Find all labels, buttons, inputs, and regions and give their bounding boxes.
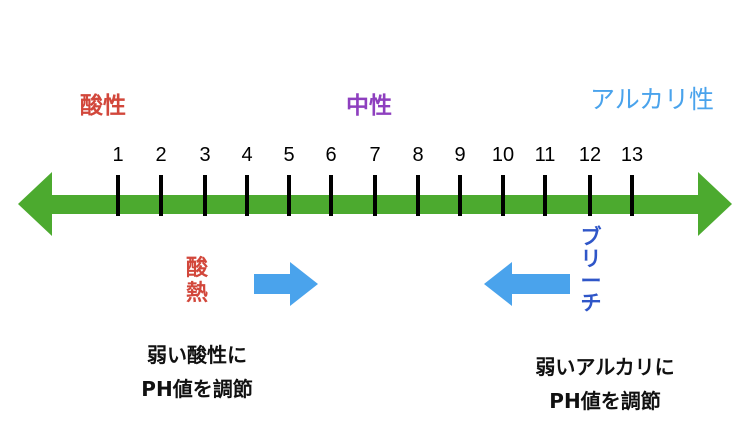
acid-heat-char: 酸 — [185, 256, 208, 281]
scale-left-arrowhead — [18, 172, 52, 236]
scale-tick-label: 11 — [535, 144, 556, 166]
bleach-char: ブ — [580, 225, 602, 249]
scale-tick-label: 8 — [412, 144, 423, 166]
right-note: 弱いアルカリに PH値を調節 — [510, 350, 700, 418]
scale-tick-label: 6 — [325, 144, 336, 166]
bleach-label: ブ リ ー チ — [578, 226, 604, 314]
scale-tick-label: 12 — [579, 144, 601, 166]
scale-right-arrowhead — [698, 172, 732, 236]
scale-ticks — [116, 175, 634, 216]
scale-tick-label: 4 — [241, 144, 252, 166]
left-note: 弱い酸性に PH値を調節 — [112, 338, 282, 406]
left-note-line2: PH値を調節 — [141, 377, 253, 401]
bleach-char: リ — [580, 247, 602, 272]
right-note-line2: PH値を調節 — [549, 389, 661, 413]
neutral-label: 中性 — [346, 93, 392, 119]
acid-label: 酸性 — [80, 93, 126, 119]
alkaline-label: アルカリ性 — [590, 85, 715, 114]
right-note-line1: 弱いアルカリに — [535, 355, 675, 379]
scale-tick-label: 9 — [454, 144, 465, 166]
scale-tick-label: 3 — [199, 144, 210, 166]
scale-tick-label: 1 — [112, 144, 123, 166]
bleach-char: ー — [580, 269, 602, 294]
right-pointing-arrow — [254, 262, 318, 306]
scale-tick-label: 5 — [283, 144, 294, 166]
acid-heat-label: 酸 熱 — [183, 256, 211, 307]
left-note-line1: 弱い酸性に — [147, 343, 247, 367]
scale-tick-label: 7 — [369, 144, 380, 166]
bleach-char: チ — [580, 291, 602, 316]
acid-heat-char: 熱 — [185, 281, 208, 307]
scale-tick-label: 10 — [492, 144, 514, 166]
left-pointing-arrow — [484, 262, 570, 306]
scale-tick-label: 13 — [621, 144, 643, 166]
scale-tick-label: 2 — [155, 144, 166, 166]
